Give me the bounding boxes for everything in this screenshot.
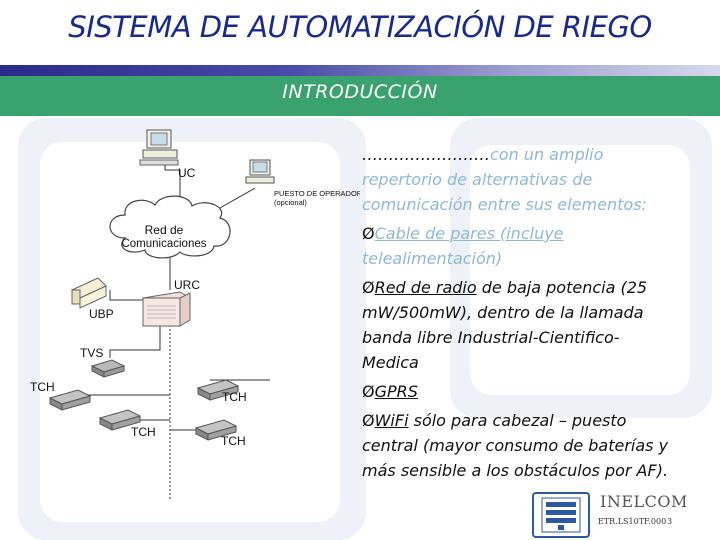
page-number: 3 [667,517,673,526]
bullet-wifi-rest-1: sólo para cabezal – puesto [408,411,627,430]
tvs-device-icon [90,359,126,378]
bullet-wifi-link[interactable]: WiFi [374,411,409,430]
intro-line-2: repertorio de alternativas de [362,170,593,189]
bullet-cable-link[interactable]: Cable de pares (incluye [374,224,564,243]
uc-computer-icon [139,129,179,166]
operator-computer-icon [245,159,275,184]
bullet-wifi: ØWiFi sólo para cabezal – puesto central… [362,408,707,483]
tch-label-1: TCH [30,380,55,394]
bullet-cable-rest: telealimentación) [362,249,503,268]
urc-cabinet-icon [141,291,192,327]
ubp-label: UBP [89,307,114,321]
arrow-bullet-icon: Ø [362,411,375,430]
bullet-radio-rest-1: de baja potencia (25 [476,278,648,297]
uc-label: UC [178,166,196,180]
header-green-band [0,76,720,116]
tch-label-2: TCH [222,390,247,404]
description-text: ……………………con un amplio repertorio de alte… [362,142,707,487]
network-label-1: Red de [145,223,184,237]
bullet-radio-rest-2: mW/500mW), dentro de la llamada [362,303,644,322]
company-logo-text: INELCOM [600,492,688,511]
bullet-radio-rest-3: banda libre Industrial-Cientifico- [362,328,620,347]
intro-dots: …………………… [362,145,490,164]
tch-device-icon-3 [98,409,142,431]
bullet-cable: ØCable de pares (incluye telealimentació… [362,221,707,271]
page-title: SISTEMA DE AUTOMATIZACIÓN DE RIEGO [68,10,652,44]
watermark-shape-right-inner [470,145,690,395]
operator-note: (opcional) [274,198,307,207]
intro-line-1: con un amplio [490,145,604,164]
bullet-radio-rest-4: Medica [362,353,419,372]
intro-line-3: comunicación entre sus elementos: [362,195,647,214]
bullet-wifi-rest-2: central (mayor consumo de baterías y [362,436,669,455]
document-code: ETR.LS10TF.000 [598,517,667,526]
arrow-bullet-icon: Ø [362,224,375,243]
tch-label-4: TCH [221,434,246,448]
tvs-label: TVS [80,346,103,360]
inelcom-logo-icon [532,492,590,538]
ubp-device-icon [71,277,107,309]
network-label-2: Comunicaciones [121,238,206,250]
arrow-bullet-icon: Ø [362,278,375,297]
bullet-radio: ØRed de radio de baja potencia (25 mW/50… [362,275,707,375]
section-subtitle: INTRODUCCIÓN [282,81,438,103]
arrow-bullet-icon: Ø [362,382,375,401]
bullet-wifi-rest-3: más sensible a los obstáculos por AF). [362,461,669,480]
tch-device-icon-1 [48,389,92,411]
operator-label: PUESTO DE OPERADOR [274,189,360,198]
tch-device-icon-2 [196,379,240,401]
bullet-gprs-link[interactable]: GPRS [374,382,418,401]
urc-label: URC [174,278,200,292]
bullet-radio-link[interactable]: Red de radio [374,278,477,297]
intro-paragraph: ……………………con un amplio repertorio de alte… [362,142,707,217]
network-diagram: UC PUESTO DE OPERADOR (opcional) Red de … [30,129,360,500]
tch-label-3: TCH [131,425,156,439]
tch-device-icon-4 [194,419,238,441]
network-cloud-icon [109,195,231,259]
bullet-gprs: ØGPRS [362,379,707,404]
header-blue-band [0,65,720,76]
